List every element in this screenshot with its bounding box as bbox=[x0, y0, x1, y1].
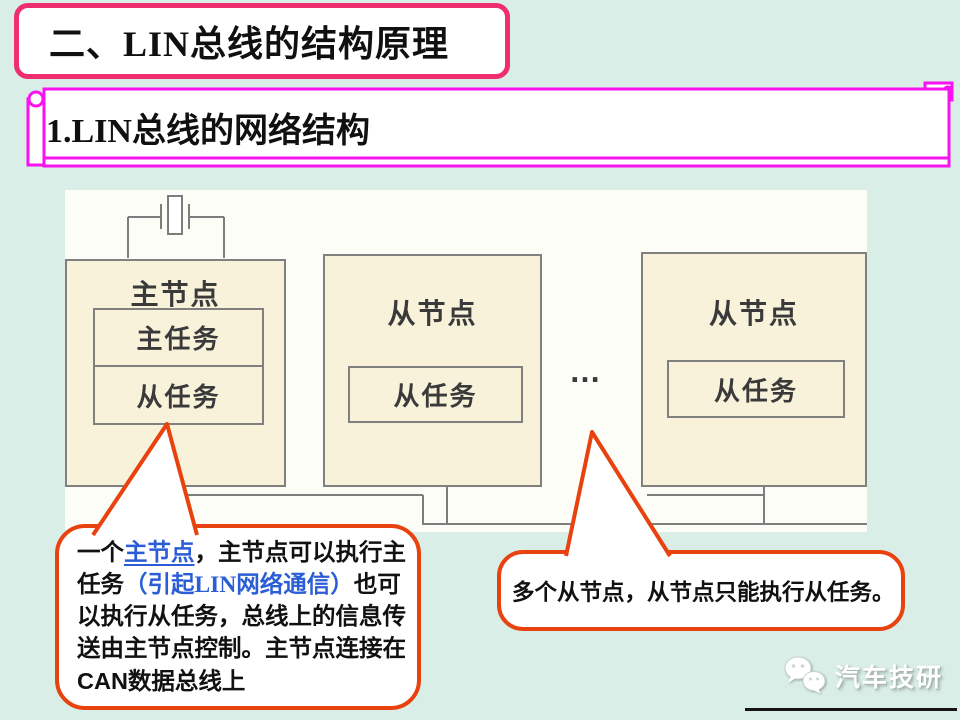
callout-text: 多个从节点，从节点只能执行从任务。 bbox=[512, 579, 895, 605]
slide-title-box: 二、LIN总线的结构原理 bbox=[14, 3, 510, 79]
slave-task-2-box: 从任务 bbox=[667, 360, 845, 418]
scroll-left-roll bbox=[26, 97, 46, 167]
section-banner-scroll bbox=[26, 81, 954, 168]
slave-task-1-box: 从任务 bbox=[348, 366, 523, 423]
slave-node-1-title: 从节点 bbox=[387, 298, 478, 329]
master-task-box: 主任务 bbox=[93, 308, 264, 367]
master-node-link[interactable]: 主节点 bbox=[124, 540, 195, 566]
watermark-text: 汽车技研 bbox=[835, 664, 944, 692]
wechat-icon bbox=[784, 656, 826, 694]
master-node-title: 主节点 bbox=[130, 279, 221, 310]
slave-node-callout: 多个从节点，从节点只能执行从任务。 bbox=[497, 550, 905, 631]
callout-line: 一个主节点，主节点可以执行主 bbox=[77, 540, 406, 566]
callout-line: CAN数据总线上 bbox=[77, 668, 246, 695]
scroll-paper bbox=[42, 87, 951, 168]
slide-title: 二、LIN总线的结构原理 bbox=[49, 24, 450, 64]
slave-node-2-title: 从节点 bbox=[708, 298, 799, 329]
callout-line: 以执行从任务，总线上的信息传 bbox=[77, 604, 406, 630]
section-title: 1.LIN总线的网络结构 bbox=[46, 113, 370, 150]
ellipsis: … bbox=[569, 353, 603, 389]
footer-rule bbox=[745, 708, 957, 711]
callout-line: 送由主节点控制。主节点连接在 bbox=[77, 636, 406, 662]
master-node-callout: 一个主节点，主节点可以执行主 任务（引起LIN网络通信）也可 以执行从任务，总线… bbox=[55, 524, 421, 710]
scroll-left-curl bbox=[27, 90, 45, 108]
callout-line: 任务（引起LIN网络通信）也可 bbox=[77, 572, 401, 598]
master-slave-task-box: 从任务 bbox=[93, 365, 264, 425]
watermark: 汽车技研 bbox=[783, 655, 943, 697]
